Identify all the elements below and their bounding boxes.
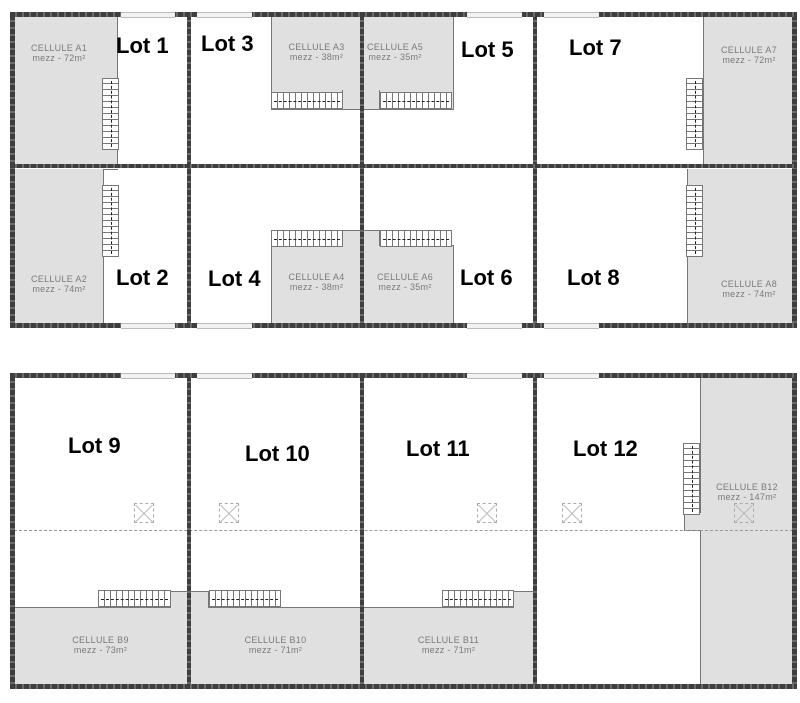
stair-a5	[380, 92, 452, 109]
cell-label-a6: CELLULE A6 mezz - 35m²	[376, 272, 434, 292]
skylight-icon	[477, 503, 497, 523]
lot-label[interactable]: Lot 10	[245, 441, 310, 466]
wall	[10, 684, 797, 689]
cell-label-a7: CELLULE A7 mezz - 72m²	[720, 45, 778, 65]
lot-label[interactable]: Lot 1	[116, 33, 169, 58]
stair-a8	[686, 185, 703, 257]
skylight-icon	[219, 503, 239, 523]
lot-label[interactable]: Lot 11	[406, 436, 470, 461]
door-lot-7	[544, 12, 599, 18]
stair-b12	[683, 443, 700, 515]
door-lot-1	[121, 12, 175, 18]
mezzanine-b11	[364, 607, 533, 685]
cell-label-a5: CELLULE A5 mezz - 35m²	[366, 42, 424, 62]
wall	[187, 12, 191, 328]
mezzanine-a7	[703, 15, 793, 165]
lot-label[interactable]: Lot 7	[569, 35, 622, 60]
door-lot-6	[467, 323, 522, 329]
cell-label-a1: CELLULE A1 mezz - 72m²	[30, 43, 88, 63]
skylight-icon	[734, 503, 754, 523]
cell-label-a8: CELLULE A8 mezz - 74m²	[720, 279, 778, 299]
cell-label-a2: CELLULE A2 mezz - 74m²	[30, 274, 88, 294]
cell-label-b10: CELLULE B10 mezz - 71m²	[244, 635, 307, 655]
door-lot-8	[544, 323, 599, 329]
lot-label[interactable]: Lot 5	[461, 37, 514, 62]
stair-b9	[98, 590, 171, 607]
cell-label-b12: CELLULE B12 mezz - 147m²	[716, 482, 778, 502]
mezzanine-a2	[14, 169, 104, 324]
lot-label[interactable]: Lot 8	[567, 265, 620, 290]
stair-a6	[380, 230, 452, 247]
door-lot-3	[197, 12, 252, 18]
stair-b10	[209, 590, 281, 607]
wall	[533, 373, 537, 689]
lot-label[interactable]: Lot 6	[460, 265, 513, 290]
wall	[360, 373, 364, 689]
mezzanine-a8	[687, 169, 793, 324]
skylight-icon	[134, 503, 154, 523]
wall	[187, 373, 191, 689]
cell-label-b11: CELLULE B11 mezz - 71m²	[417, 635, 480, 655]
stair-a7	[686, 78, 703, 150]
door-lot-5	[467, 12, 522, 18]
wall	[10, 323, 797, 328]
cell-label-a3: CELLULE A3 mezz - 38m²	[288, 42, 345, 62]
wall	[10, 164, 797, 168]
wall	[792, 12, 797, 328]
stair-a3	[271, 92, 343, 109]
lot-label[interactable]: Lot 4	[208, 266, 261, 291]
mezzanine-b9	[14, 607, 187, 685]
wall	[360, 12, 364, 328]
wall	[10, 12, 15, 328]
wall	[533, 12, 537, 328]
stair-a1	[102, 78, 119, 150]
wall	[10, 373, 15, 689]
stair-a4	[271, 230, 343, 247]
door-lot-2	[121, 323, 175, 329]
lot-label[interactable]: Lot 9	[68, 433, 121, 458]
wall	[792, 373, 797, 689]
door-lot-11	[467, 373, 522, 379]
door-lot-10	[197, 373, 252, 379]
lot-label[interactable]: Lot 2	[116, 265, 169, 290]
lot-label[interactable]: Lot 3	[201, 31, 254, 56]
wall	[10, 373, 797, 378]
door-lot-4	[197, 323, 252, 329]
cell-label-b9: CELLULE B9 mezz - 73m²	[72, 635, 129, 655]
skylight-icon	[562, 503, 582, 523]
stair-a2	[102, 185, 119, 257]
cell-label-a4: CELLULE A4 mezz - 38m²	[288, 272, 345, 292]
stair-b11	[442, 590, 514, 607]
mezzanine-b10	[191, 607, 360, 685]
wall	[10, 12, 797, 17]
mezzanine-a1	[14, 15, 118, 165]
lot-label[interactable]: Lot 12	[573, 436, 638, 461]
door-lot-9	[121, 373, 175, 379]
dashed-line	[14, 530, 793, 531]
door-lot-12	[544, 373, 599, 379]
